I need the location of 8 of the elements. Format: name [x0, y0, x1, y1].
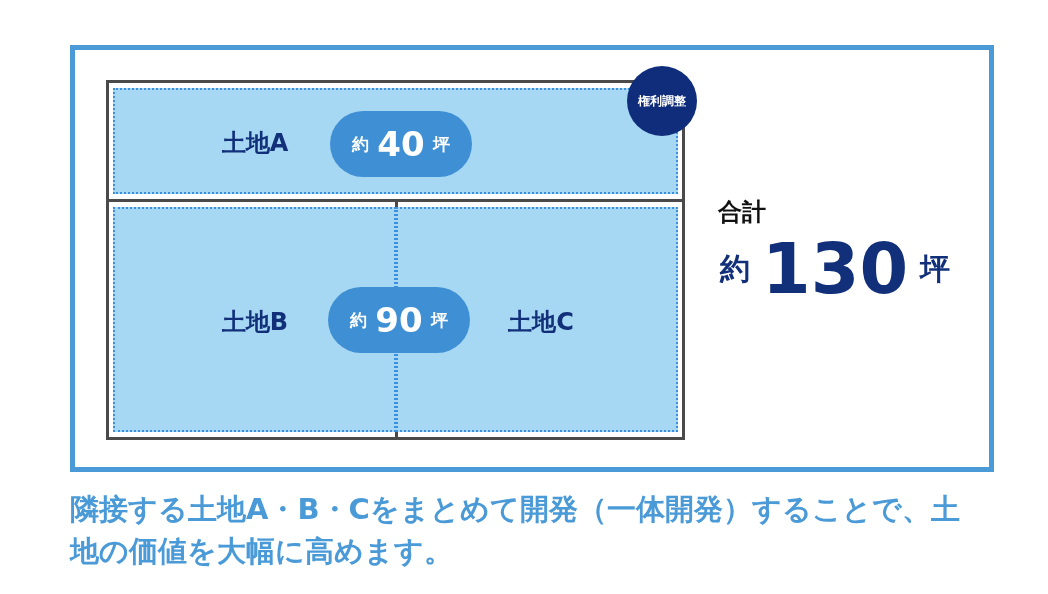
status-badge: 権利調整: [627, 66, 697, 136]
plot-label: 土地B: [221, 307, 289, 338]
area-pill: 約 40 坪: [330, 111, 472, 177]
plot-label: 土地A: [221, 128, 289, 159]
area-pill: 約 90 坪: [328, 287, 470, 353]
total-heading: 合計: [718, 197, 766, 228]
plot-label: 土地C: [508, 307, 574, 338]
caption: 隣接する土地A・B・Cをまとめて開発（一体開発）することで、土地の価値を大幅に高めます。: [70, 491, 961, 570]
